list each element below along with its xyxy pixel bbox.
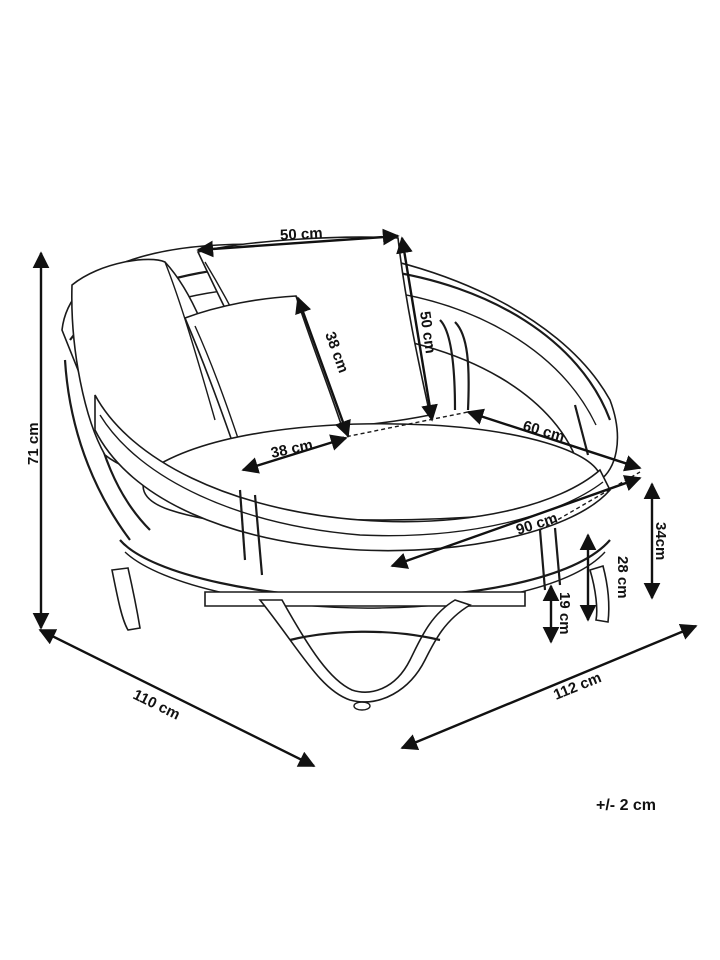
label-total-height: 71 cm <box>25 422 42 465</box>
label-pillow-width: 50 cm <box>280 225 323 244</box>
papasan-chair-illustration <box>61 236 619 711</box>
tolerance-note: +/- 2 cm <box>596 797 657 814</box>
label-base-height: 19 cm <box>556 592 573 635</box>
label-pillow-height: 50 cm <box>416 310 439 354</box>
label-depth: 110 cm <box>130 686 182 723</box>
label-seat-height: 28 cm <box>614 556 631 599</box>
label-rim-height: 34cm <box>652 522 669 560</box>
dimension-arrows <box>32 228 698 768</box>
